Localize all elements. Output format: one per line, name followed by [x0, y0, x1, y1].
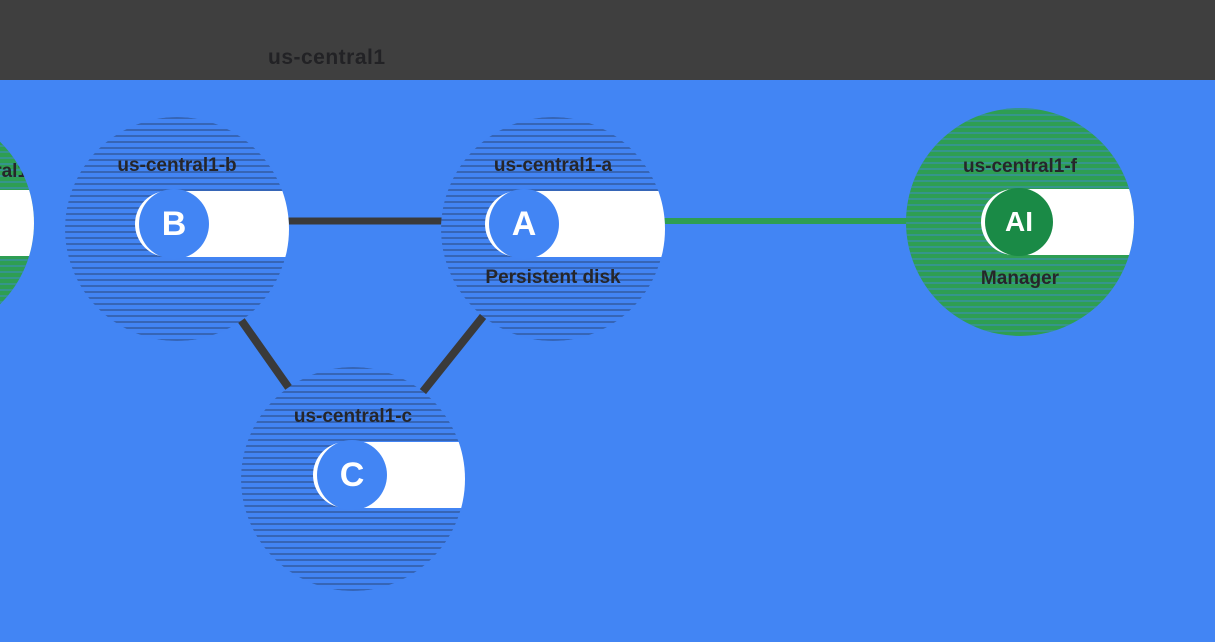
zone-label: us-central1-b	[117, 155, 237, 176]
zone-label: us-central1-a	[493, 155, 613, 176]
region-title: us-central1	[268, 46, 386, 69]
instance-letter: C	[339, 455, 365, 494]
instance-circle-b: B	[139, 189, 209, 259]
instance-circle-c: C	[317, 440, 387, 510]
zone-sub-label: Manager	[980, 268, 1060, 289]
zone-circle-a: us-central1-a A Persistent disk	[441, 117, 665, 341]
zone-label: us-central1	[0, 161, 28, 182]
zone-circle-b: us-central1-b B	[65, 117, 289, 341]
zone-label: us-central1-c	[293, 406, 413, 427]
zone-label: us-central1-f	[962, 156, 1078, 177]
region-bar: us-central1	[0, 0, 1215, 80]
instance-letter: A	[511, 204, 537, 243]
instance-letter: B	[161, 204, 187, 243]
instance-letter: AI	[1005, 206, 1033, 237]
instance-circle-a: A	[489, 189, 559, 259]
zone-sub-label: Persistent disk	[485, 267, 621, 288]
zone-circle-ai: us-central1-f AI Manager	[906, 108, 1134, 336]
instance-circle-ai: AI	[985, 188, 1053, 256]
zone-circle-c: us-central1-c C	[241, 367, 465, 591]
instance-pill	[0, 190, 34, 256]
